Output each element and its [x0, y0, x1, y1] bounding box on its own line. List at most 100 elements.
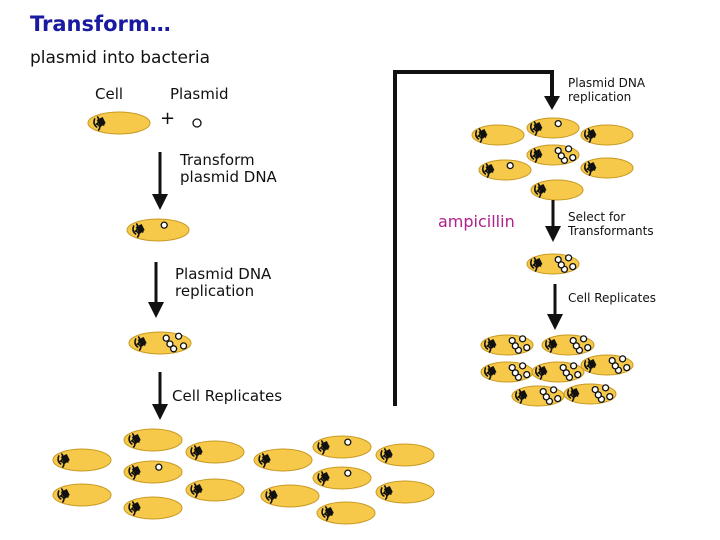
- chromosome-icon: [193, 484, 203, 494]
- chromosome-icon: [135, 224, 145, 234]
- chromosome-icon: [570, 388, 580, 398]
- chromosome-icon: [383, 449, 393, 459]
- plasmid-icon: [554, 394, 562, 403]
- cell-body: [478, 159, 532, 181]
- plasmid-icon: [155, 463, 163, 471]
- chromosome-icon: [485, 164, 495, 174]
- plasmid-icon: [618, 355, 627, 363]
- cell-body: [123, 460, 183, 484]
- chromosome-icon: [587, 359, 597, 369]
- bacterial-cell: [580, 157, 634, 179]
- bacterial-cell: [87, 111, 151, 135]
- plasmid-icon: [557, 152, 565, 160]
- plasmid-icon: [601, 384, 610, 392]
- plasmid-icon: [623, 363, 631, 372]
- cell-body: [260, 484, 320, 508]
- chromosome-icon: [131, 502, 141, 512]
- plasmid-icon: [569, 336, 577, 345]
- cell-body: [316, 501, 376, 525]
- arrow-head: [547, 314, 563, 330]
- cell-body: [375, 480, 435, 504]
- plasmid-icon: [508, 363, 516, 372]
- bacterial-cell: [478, 159, 532, 181]
- bacterial-cell: [253, 448, 313, 472]
- select-arrow: [545, 200, 561, 242]
- chromosome-icon: [261, 454, 271, 464]
- plasmid-icon: [608, 356, 616, 365]
- bacterial-cell: [123, 496, 183, 520]
- chromosome-icon: [131, 434, 141, 444]
- bacterial-cell: [511, 385, 565, 407]
- chromosome-icon: [538, 366, 548, 376]
- arrow-head: [544, 96, 560, 110]
- chromosome-icon: [131, 466, 141, 476]
- bacterial-cell: [531, 361, 585, 383]
- bacterial-cell: [563, 383, 617, 405]
- chromosome-icon: [533, 122, 543, 132]
- cell-body: [123, 496, 183, 520]
- plasmid-icon: [174, 332, 183, 340]
- cell-body: [580, 157, 634, 179]
- plasmid-icon: [169, 345, 178, 353]
- plasmid-icon: [518, 335, 527, 343]
- bacterial-cell: [185, 478, 245, 502]
- arrow-head: [148, 302, 164, 318]
- plasmid-icon: [523, 343, 531, 352]
- chromosome-icon: [487, 339, 497, 349]
- plasmid-icon: [542, 393, 550, 401]
- bacterial-cell: [126, 218, 190, 242]
- cell-replicates-label-left: Cell Replicates: [172, 387, 283, 405]
- chromosome-icon: [587, 162, 597, 172]
- plasmid-icon: [166, 340, 174, 348]
- plasmid-label: Plasmid: [170, 85, 229, 103]
- plasmid-icon: [506, 161, 514, 170]
- plasmid-icon: [554, 255, 562, 264]
- bacterial-cell: [123, 460, 183, 484]
- chromosome-icon: [268, 490, 278, 500]
- plasmid-icon: [564, 145, 573, 153]
- cell-replicates-label-right: Cell Replicates: [568, 291, 657, 305]
- plasmid-icon: [574, 370, 582, 379]
- plasmid-icon: [564, 254, 573, 262]
- connector-line: [393, 70, 554, 406]
- bacterial-cell: [375, 443, 435, 467]
- plasmid-icon: [606, 392, 614, 401]
- bacterial-cell: [316, 501, 376, 525]
- plasmid-icon: [539, 387, 547, 396]
- bacterial-cell: [480, 334, 534, 356]
- chromosome-icon: [518, 390, 528, 400]
- chromosome-icon: [320, 441, 330, 451]
- replication-label-left: Plasmid DNA replication: [175, 265, 272, 301]
- plasmid-icon: [162, 334, 170, 342]
- bacterial-cell: [526, 117, 580, 139]
- bacterial-cell: [375, 480, 435, 504]
- plasmid-icon: [557, 261, 565, 269]
- replication-label-right: Plasmid DNA replication: [568, 76, 646, 105]
- plasmid-icon: [523, 370, 531, 379]
- replicates-arrow-right: [547, 284, 563, 330]
- bacterial-cell: [312, 435, 372, 459]
- arrow-head: [152, 404, 168, 420]
- plasmid-icon: [511, 342, 519, 350]
- chromosome-icon: [548, 339, 558, 349]
- cell-body: [530, 179, 584, 201]
- chromosome-icon: [60, 489, 70, 499]
- chromosome-icon: [537, 184, 547, 194]
- cell-body: [185, 478, 245, 502]
- transform-arrow: [152, 152, 168, 210]
- chromosome-icon: [324, 507, 334, 517]
- select-label: Select for Transformants: [568, 210, 654, 239]
- bacterial-cell: [312, 466, 372, 490]
- ampicillin-label: ampicillin: [438, 212, 515, 231]
- bacterial-cell: [580, 354, 634, 376]
- chromosome-icon: [383, 486, 393, 496]
- chromosome-icon: [533, 149, 543, 159]
- chromosome-icon: [320, 472, 330, 482]
- cell-body: [312, 466, 372, 490]
- chromosome-icon: [533, 258, 543, 268]
- plasmid-icon: [518, 362, 527, 370]
- chromosome-icon: [478, 129, 488, 139]
- page-title: Transform…: [30, 12, 171, 36]
- transform-label: Transform plasmid DNA: [180, 151, 277, 187]
